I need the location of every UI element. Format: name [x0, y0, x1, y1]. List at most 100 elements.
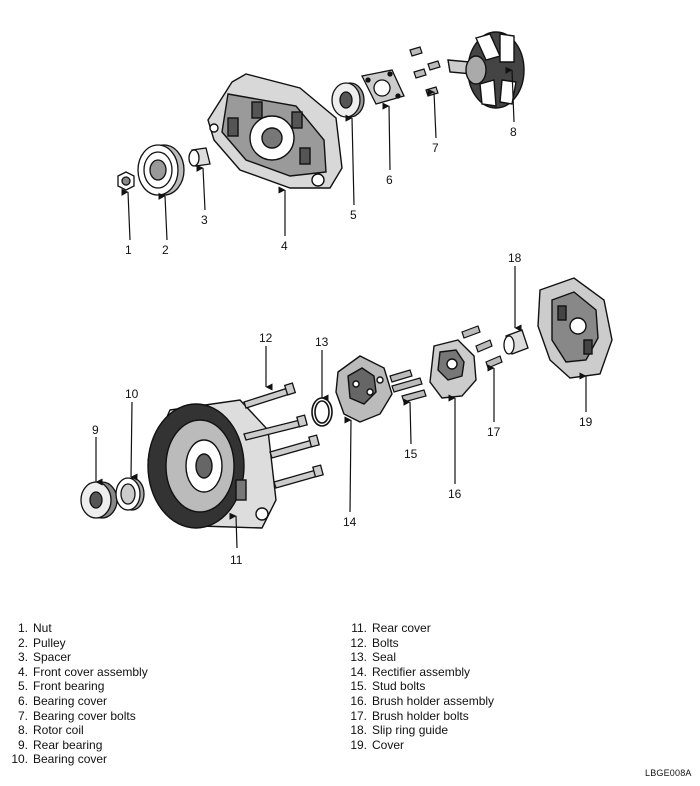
legend-label: Rotor coil	[33, 723, 84, 738]
legend-item: 10. Bearing cover	[4, 752, 148, 767]
legend-label: Bearing cover bolts	[33, 708, 136, 723]
legend-label: Slip ring guide	[372, 723, 449, 738]
callout-17: 17	[487, 425, 501, 439]
legend-item: 12. Bolts	[343, 636, 494, 651]
part-nut	[117, 171, 135, 191]
legend-label: Bolts	[372, 635, 399, 650]
legend-number: 4.	[17, 664, 28, 679]
legend-item: 6. Bearing cover	[4, 694, 148, 709]
alternator-exploded-diagram: 1 2 3 4 5 6 7 8 9 10 11 12 13 14 15 16 1…	[80, 31, 613, 567]
callout-15: 15	[404, 447, 418, 461]
callout-5: 5	[350, 208, 357, 222]
legend-number: 5.	[17, 679, 28, 694]
legend-item: 4. Front cover assembly	[4, 665, 148, 680]
part-bearing-cover-rear	[115, 477, 145, 511]
callout-leaders-top	[121, 66, 515, 241]
callout-14: 14	[343, 515, 357, 529]
legend-label: Bearing cover	[33, 693, 108, 708]
callout-1: 1	[125, 243, 132, 257]
legend-number: 6.	[17, 693, 28, 708]
callout-leaders-bottom	[95, 266, 587, 549]
legend-number: 12.	[350, 635, 367, 650]
legend-item: 5. Front bearing	[4, 679, 148, 694]
legend-item: 2. Pulley	[4, 636, 148, 651]
callout-8: 8	[510, 125, 517, 139]
part-rectifier-assembly	[335, 355, 393, 423]
callout-16: 16	[448, 487, 462, 501]
part-slip-ring-guide	[503, 329, 529, 355]
legend-item: 3. Spacer	[4, 650, 148, 665]
legend-number: 7.	[17, 708, 28, 723]
legend-item: 11. Rear cover	[343, 621, 494, 636]
legend-number: 8.	[17, 723, 28, 738]
legend-number: 13.	[350, 650, 367, 665]
legend-label: Front cover assembly	[33, 664, 148, 679]
legend-label: Cover	[372, 737, 405, 752]
legend-number: 14.	[350, 664, 367, 679]
part-rear-bearing	[80, 481, 118, 519]
legend-item: 7. Bearing cover bolts	[4, 709, 148, 724]
callout-6: 6	[386, 173, 393, 187]
part-seal	[311, 397, 333, 427]
legend-item: 1. Nut	[4, 621, 148, 636]
legend-number: 16.	[350, 693, 367, 708]
part-rotor-coil	[447, 31, 525, 109]
legend-item: 18. Slip ring guide	[343, 723, 494, 738]
callout-19: 19	[579, 415, 593, 429]
legend-label: Rear bearing	[33, 737, 103, 752]
legend-item: 15. Stud bolts	[343, 679, 494, 694]
legend-item: 16. Brush holder assembly	[343, 694, 494, 709]
legend-number: 17.	[350, 708, 367, 723]
callout-11: 11	[230, 553, 243, 567]
figure-code: LBGE008A	[645, 768, 692, 778]
legend-number: 2.	[17, 635, 28, 650]
legend-item: 19. Cover	[343, 738, 494, 753]
legend-item: 13. Seal	[343, 650, 494, 665]
part-bolts	[243, 382, 324, 489]
callout-2: 2	[162, 243, 169, 257]
part-rear-cover	[147, 399, 277, 529]
callout-18: 18	[508, 251, 522, 265]
part-cover	[537, 277, 613, 379]
part-stud-bolts	[389, 369, 427, 403]
legend-number: 3.	[17, 650, 28, 665]
legend-label: Rectifier assembly	[372, 664, 471, 679]
legend-label: Brush holder assembly	[372, 693, 495, 708]
legend-label: Rear cover	[372, 621, 431, 635]
legend-number: 19.	[350, 737, 367, 752]
legend-label: Front bearing	[33, 679, 105, 694]
legend-left-column: 1. Nut 2. Pulley 3. Spacer 4. Front cover as…	[4, 621, 148, 767]
legend-label: Bearing cover	[33, 752, 108, 767]
legend-number: 10.	[11, 752, 28, 767]
callout-9: 9	[92, 423, 99, 437]
legend-number: 1.	[17, 621, 28, 635]
legend-item: 9. Rear bearing	[4, 738, 148, 753]
part-front-cover	[207, 73, 343, 189]
callout-13: 13	[315, 335, 329, 349]
callout-3: 3	[201, 213, 208, 227]
callout-7: 7	[432, 141, 439, 155]
callout-10: 10	[125, 387, 139, 401]
legend-number: 9.	[17, 737, 28, 752]
legend-label: Pulley	[33, 635, 66, 650]
legend-right-column: 11. Rear cover 12. Bolts 13. Seal 14. Rectif…	[343, 621, 494, 752]
legend-number: 11.	[351, 621, 367, 635]
legend-item: 17. Brush holder bolts	[343, 709, 494, 724]
callout-12: 12	[259, 331, 273, 345]
legend-label: Seal	[372, 650, 397, 665]
part-brush-holder-bolts	[461, 325, 503, 369]
part-front-bearing	[331, 82, 365, 118]
legend-number: 15.	[350, 679, 367, 694]
legend-number: 18.	[350, 723, 367, 738]
legend-label: Brush holder bolts	[372, 708, 469, 723]
legend-item: 14. Rectifier assembly	[343, 665, 494, 680]
part-bearing-cover-bolts	[409, 46, 441, 97]
legend-label: Nut	[33, 621, 52, 635]
part-pulley	[137, 144, 185, 196]
legend-item: 8. Rotor coil	[4, 723, 148, 738]
legend-label: Stud bolts	[372, 679, 426, 694]
callout-4: 4	[281, 239, 288, 253]
part-brush-holder-assembly	[429, 339, 477, 399]
part-bearing-cover-front	[361, 69, 405, 105]
legend-label: Spacer	[33, 650, 72, 665]
